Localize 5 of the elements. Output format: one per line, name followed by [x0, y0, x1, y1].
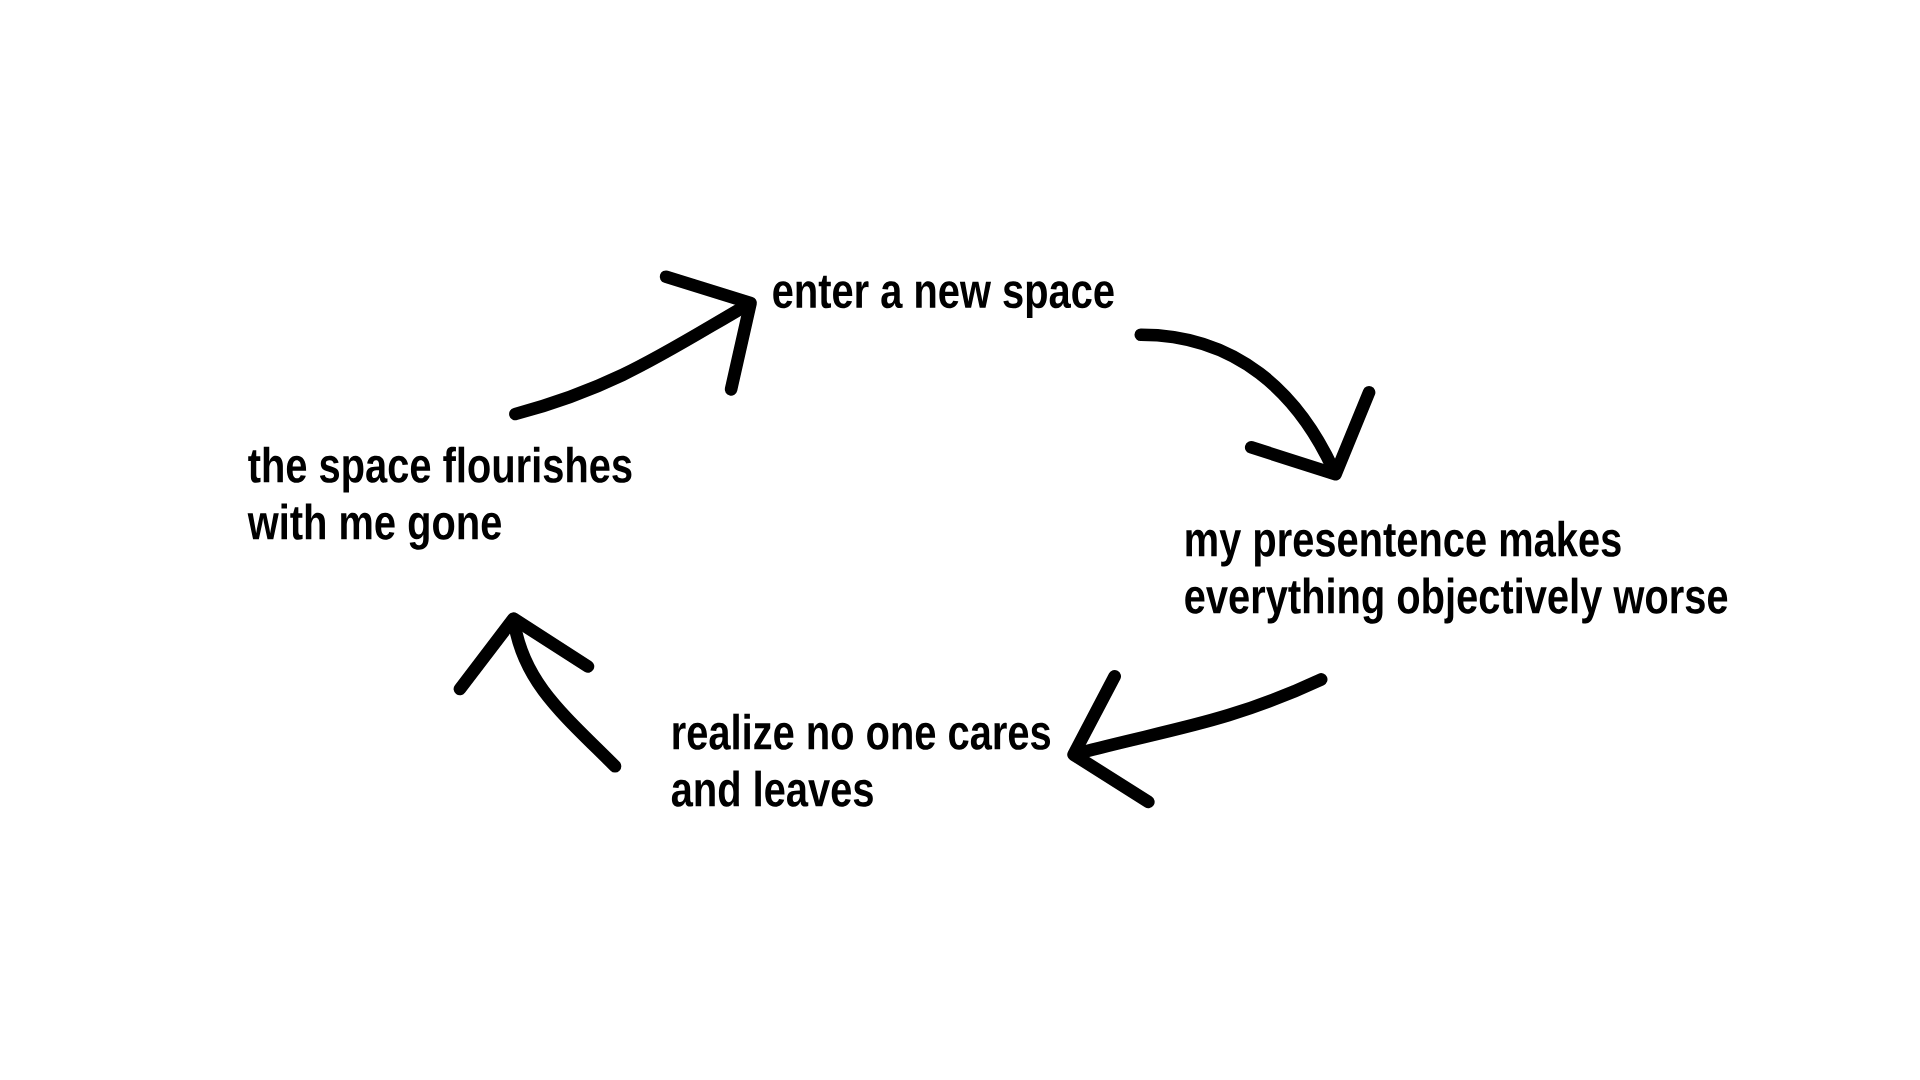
step-text: realize no one cares and leaves [671, 713, 1051, 807]
arrow [509, 270, 757, 421]
step-text: enter a new space [773, 275, 1114, 318]
step-text: my presentence makes everything objectively worse [1185, 520, 1728, 624]
step-text: the space flourishes with me gone [247, 446, 632, 550]
